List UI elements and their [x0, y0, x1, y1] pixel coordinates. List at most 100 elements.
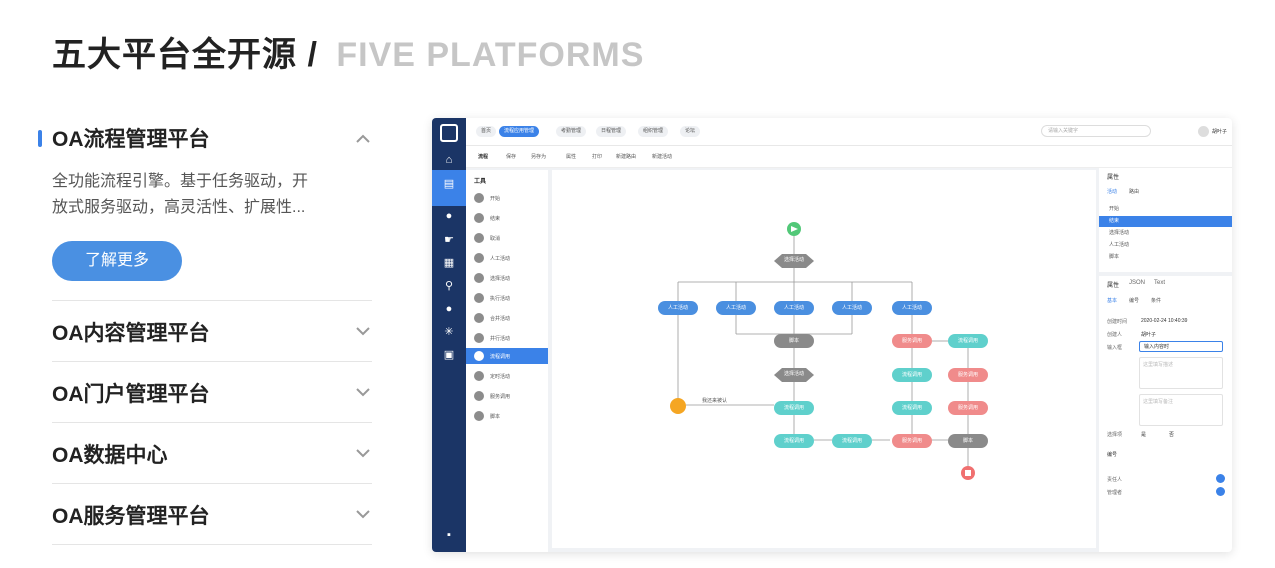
- flow-red-3[interactable]: 服务调用: [948, 401, 988, 415]
- flow-script-2[interactable]: 脚本: [948, 434, 988, 448]
- properties-title: 属性: [1107, 175, 1120, 181]
- learn-more-button[interactable]: 了解更多: [52, 241, 182, 281]
- subtab-condition[interactable]: 条件: [1151, 298, 1162, 304]
- tab-forum[interactable]: 论坛: [680, 126, 701, 137]
- flow-timer-node[interactable]: [670, 398, 686, 414]
- accordion-title: OA数据中心: [52, 443, 168, 467]
- subtab-basic[interactable]: 基本: [1107, 298, 1118, 304]
- tool-call[interactable]: 流程调用: [466, 348, 548, 364]
- flow-red-2[interactable]: 服务调用: [948, 368, 988, 382]
- prop-item[interactable]: 人工活动: [1109, 242, 1130, 248]
- group-label: 编号: [1107, 452, 1118, 458]
- flow-merge-1[interactable]: 流程调用: [774, 434, 814, 448]
- toolbar-print[interactable]: 打印: [592, 154, 603, 160]
- merge-icon: [474, 313, 484, 323]
- toolbar-save[interactable]: 保存: [506, 154, 517, 160]
- flow-script-1[interactable]: 脚本: [774, 334, 814, 348]
- section-title: 五大平台全开源 / FIVE PLATFORMS: [52, 27, 644, 76]
- avatar[interactable]: [1198, 126, 1209, 137]
- flow-choice-2[interactable]: [774, 368, 814, 382]
- flow-task-3[interactable]: 人工活动: [774, 301, 814, 315]
- flow-choice-2-label: 选择活动: [783, 371, 804, 377]
- prop-item[interactable]: 选择活动: [1109, 230, 1130, 236]
- tab-schedule[interactable]: 日程管理: [596, 126, 627, 137]
- tool-service[interactable]: 服务调用: [466, 388, 548, 404]
- radio-yes[interactable]: 是: [1141, 432, 1147, 438]
- flow-task-1[interactable]: 人工活动: [658, 301, 698, 315]
- tool-choice[interactable]: 选择活动: [466, 270, 548, 286]
- tool-execute[interactable]: 执行活动: [466, 290, 548, 306]
- accordion-item-portal[interactable]: OA门户管理平台: [52, 362, 372, 423]
- tab-activity[interactable]: 活动: [1107, 189, 1118, 195]
- flow-edge-label: 我还来被认: [702, 398, 728, 404]
- network-icon: ✳: [444, 326, 454, 338]
- tool-cancel[interactable]: 取消: [466, 230, 548, 246]
- tab-process[interactable]: 流程应用管理: [499, 126, 540, 137]
- prop-item[interactable]: 开始: [1109, 206, 1120, 212]
- chevron-down-icon[interactable]: [354, 322, 372, 340]
- flow-service-a[interactable]: 流程调用: [774, 401, 814, 415]
- detail-tab-json[interactable]: JSON: [1129, 280, 1146, 286]
- tool-manual[interactable]: 人工活动: [466, 250, 548, 266]
- add-icon[interactable]: [1216, 474, 1225, 483]
- accordion-description: 全功能流程引擎。基于任务驱动，开放式服务驱动，高灵活性、扩展性...: [52, 173, 309, 216]
- tab-attendance[interactable]: 考勤管理: [556, 126, 587, 137]
- tool-parallel[interactable]: 并行活动: [466, 330, 548, 346]
- flow-choice-1[interactable]: [774, 254, 814, 268]
- toolbar-new-activity[interactable]: 新建活动: [652, 154, 673, 160]
- tool-merge[interactable]: 合并活动: [466, 310, 548, 326]
- title-en: FIVE PLATFORMS: [336, 36, 645, 74]
- title-cn: 五大平台全开源: [52, 36, 297, 74]
- flow-choice-1-label: 选择活动: [783, 257, 804, 263]
- description-textarea[interactable]: 这里填写描述: [1139, 357, 1223, 389]
- accordion-header-process[interactable]: OA流程管理平台: [38, 117, 372, 159]
- tool-end[interactable]: 结束: [466, 210, 548, 226]
- prop-item[interactable]: 脚本: [1109, 254, 1120, 260]
- toolbar-flow[interactable]: 流程: [478, 154, 489, 160]
- toolbar-props[interactable]: 属性: [566, 154, 577, 160]
- tool-script[interactable]: 脚本: [466, 408, 548, 424]
- share-icon: [474, 351, 484, 361]
- prop-item-selected[interactable]: 结束: [1099, 216, 1232, 227]
- hand-icon: ☛: [444, 234, 454, 246]
- chevron-down-icon[interactable]: [354, 505, 372, 523]
- flow-teal-2[interactable]: 流程调用: [892, 368, 932, 382]
- field-value: 2020-02-24 10:40:39: [1141, 318, 1188, 324]
- tab-route[interactable]: 路由: [1129, 189, 1140, 195]
- tool-timer[interactable]: 定时活动: [466, 368, 548, 384]
- flow-canvas[interactable]: 人工活动 人工活动 人工活动 人工活动 人工活动 选择活动 脚本 选择活动 流程…: [552, 170, 1096, 548]
- remark-textarea[interactable]: 这里填写备注: [1139, 394, 1223, 426]
- accordion-title: OA门户管理平台: [52, 382, 210, 406]
- flow-merge-2[interactable]: 流程调用: [832, 434, 872, 448]
- flow-edges: [670, 222, 975, 480]
- flow-task-4[interactable]: 人工活动: [832, 301, 872, 315]
- chevron-up-icon[interactable]: [354, 130, 372, 148]
- accordion-item-service[interactable]: OA服务管理平台: [52, 484, 372, 545]
- detail-tab-text[interactable]: Text: [1154, 280, 1166, 286]
- accordion-item-content[interactable]: OA内容管理平台: [52, 301, 372, 362]
- field-label: 创建人: [1107, 332, 1123, 338]
- flow-task-2[interactable]: 人工活动: [716, 301, 756, 315]
- toolbar-new-route[interactable]: 新建路由: [616, 154, 637, 160]
- radio-no[interactable]: 否: [1169, 432, 1175, 438]
- flow-teal-3[interactable]: 流程调用: [892, 401, 932, 415]
- properties-panel: 属性 活动 路由 开始 结束 选择活动 人工活动 脚本: [1099, 168, 1232, 272]
- detail-tab-props[interactable]: 属性: [1107, 283, 1120, 289]
- tool-start[interactable]: 开始: [466, 190, 548, 206]
- toolbar-save-as[interactable]: 另存为: [531, 154, 547, 160]
- subtab-number[interactable]: 编号: [1129, 298, 1140, 304]
- user-icon: ●: [445, 210, 453, 222]
- flow-task-5[interactable]: 人工活动: [892, 301, 932, 315]
- add-icon[interactable]: [1216, 487, 1225, 496]
- flow-teal-1[interactable]: 流程调用: [948, 334, 988, 348]
- chevron-down-icon[interactable]: [354, 383, 372, 401]
- tab-home[interactable]: 首页: [476, 126, 497, 137]
- accordion-item-data[interactable]: OA数据中心: [52, 423, 372, 484]
- accordion-title: OA内容管理平台: [52, 321, 210, 345]
- chevron-down-icon[interactable]: [354, 444, 372, 462]
- search-input[interactable]: 请输入关键字: [1041, 125, 1151, 137]
- input-field[interactable]: 输入内容时: [1139, 341, 1223, 352]
- flow-red-4[interactable]: 服务调用: [892, 434, 932, 448]
- tab-org[interactable]: 组织管理: [638, 126, 669, 137]
- flow-red-1[interactable]: 服务调用: [892, 334, 932, 348]
